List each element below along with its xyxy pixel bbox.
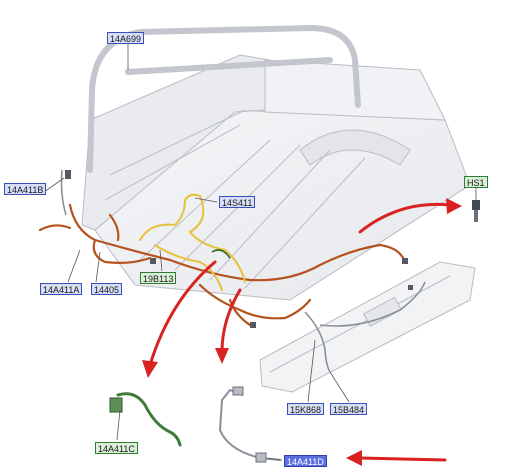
- label-14405: 14405: [91, 283, 123, 295]
- hs1-component: [472, 200, 480, 222]
- callout-arrows: [148, 202, 452, 462]
- label-14a411a: 14A411A: [40, 283, 83, 295]
- detail-harness-14a411d: [218, 386, 281, 463]
- label-19b113: 19B113: [140, 272, 177, 284]
- gray-harness: [60, 169, 426, 373]
- callout-arrowheads: [142, 198, 462, 466]
- orange-harness: [38, 203, 407, 327]
- label-14a411c: 14A411C: [95, 442, 138, 454]
- label-14a411d: 14A411D: [284, 455, 327, 467]
- leader-lines: [43, 44, 477, 461]
- label-14a699: 14A699: [107, 32, 145, 44]
- label-hs1: HS1: [464, 176, 488, 188]
- label-15b484: 15B484: [330, 403, 368, 415]
- green-harness-stub: [211, 249, 231, 259]
- connector-blocks: [65, 170, 413, 328]
- label-14s411: 14S411: [219, 196, 256, 208]
- truck-bed-illustration: [81, 54, 471, 301]
- label-15k868: 15K868: [287, 403, 325, 415]
- label-14a411b: 14A411B: [4, 183, 47, 195]
- yellow-harness: [139, 193, 246, 291]
- detail-harness-14a411c: [109, 392, 182, 447]
